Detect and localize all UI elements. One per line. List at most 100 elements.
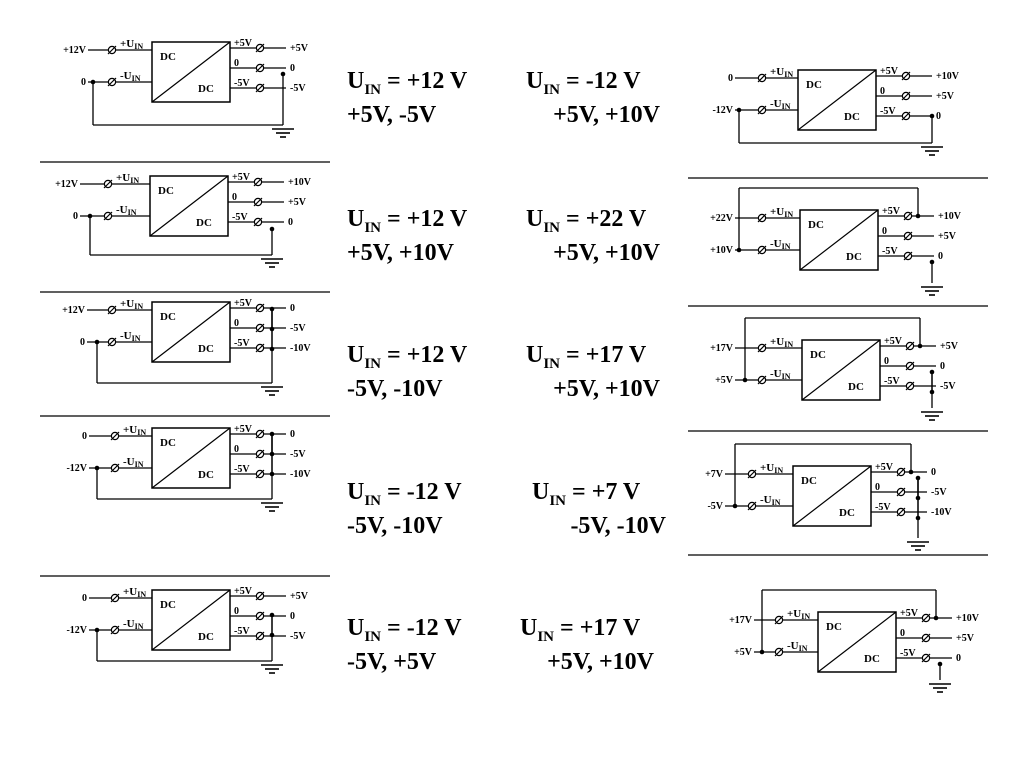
output-terminal-label-0: 0 <box>931 467 936 478</box>
out-bot-label: -5V <box>234 626 250 637</box>
output-terminal-label-1: 0 <box>290 611 295 622</box>
wire <box>151 301 231 363</box>
neg-input-label: -UIN <box>120 330 141 343</box>
junction-dot <box>915 213 921 219</box>
neg-input-label: -UIN <box>770 98 791 111</box>
wire <box>107 45 117 55</box>
output-terminal-label-1: +5V <box>936 91 955 102</box>
wire <box>792 465 872 527</box>
input-voltage-formula: UIN = +22 V <box>526 206 647 236</box>
wire <box>151 41 231 103</box>
output-voltages: +5V, +10V <box>547 649 655 675</box>
converter-output-label: DC <box>864 653 880 665</box>
converter-input-label: DC <box>801 475 817 487</box>
junction-dot <box>87 213 93 219</box>
output-terminal-label-1: -5V <box>290 323 306 334</box>
out-top-label: +5V <box>882 206 901 217</box>
output-terminal-label-1: -5V <box>290 449 306 460</box>
output-terminal-label-2: -10V <box>290 343 311 354</box>
junction-dot <box>94 339 100 345</box>
neg-input-label: -UIN <box>120 70 141 83</box>
output-terminal-label-0: +10V <box>938 211 962 222</box>
out-mid-label: 0 <box>884 356 889 367</box>
output-voltages: +5V, +10V <box>553 376 661 402</box>
out-mid-label: 0 <box>882 226 887 237</box>
input-bottom-label: 0 <box>81 77 86 88</box>
out-mid-label: 0 <box>232 192 237 203</box>
out-top-label: +5V <box>880 66 899 77</box>
input-voltage-formula: UIN = -12 V <box>526 68 641 98</box>
junction-dot <box>280 71 286 77</box>
wire <box>110 463 120 473</box>
neg-input-label: -UIN <box>123 618 144 631</box>
junction-dot <box>933 615 939 621</box>
input-voltage-formula: UIN = +12 V <box>347 342 468 372</box>
input-voltage-formula: UIN = +17 V <box>526 342 647 372</box>
output-terminal-label-2: 0 <box>288 217 293 228</box>
output-terminal-label-0: +5V <box>940 341 959 352</box>
formula-G: UIN = +22 V+5V, +10V <box>526 206 661 266</box>
wire <box>905 341 915 351</box>
input-top-label: +22V <box>710 213 734 224</box>
out-bot-label: -5V <box>875 502 891 513</box>
converter-input-label: DC <box>160 437 176 449</box>
output-terminal-label-2: -10V <box>931 507 952 518</box>
pos-input-label: +UIN <box>120 38 143 51</box>
dc-dc-converter-box <box>797 69 877 131</box>
output-voltages: +5V, +10V <box>553 102 661 128</box>
wire <box>757 105 767 115</box>
wire <box>903 211 913 221</box>
input-bottom-label: -5V <box>707 501 723 512</box>
dc-dc-converter-box <box>817 611 897 673</box>
wire <box>903 251 913 261</box>
wire <box>921 633 931 643</box>
output-terminal-label-1: +5V <box>956 633 975 644</box>
dc-dc-converter-box <box>151 427 231 489</box>
output-terminal-label-1: +5V <box>288 197 307 208</box>
converter-input-label: DC <box>160 311 176 323</box>
ground-icon <box>261 664 283 674</box>
wire <box>921 613 931 623</box>
wire <box>151 427 231 489</box>
input-top-label: 0 <box>82 431 87 442</box>
dc-dc-converter-box <box>801 339 881 401</box>
input-voltage-formula: UIN = +7 V <box>532 479 641 509</box>
output-terminal-label-0: +5V <box>290 591 309 602</box>
dc-dc-converter-box <box>149 175 229 237</box>
junction-dot <box>917 343 923 349</box>
out-top-label: +5V <box>234 586 253 597</box>
ground-icon <box>272 128 294 138</box>
junction-dot <box>90 79 96 85</box>
wire <box>747 501 757 511</box>
output-terminal-label-0: 0 <box>290 303 295 314</box>
formula-J: UIN = +17 V+5V, +10V <box>520 615 655 675</box>
converter-input-label: DC <box>806 79 822 91</box>
ground-icon <box>929 683 951 693</box>
input-voltage-formula: UIN = +12 V <box>347 68 468 98</box>
wire <box>253 197 263 207</box>
input-bottom-label: -12V <box>66 463 87 474</box>
converter-input-label: DC <box>810 349 826 361</box>
out-mid-label: 0 <box>234 444 239 455</box>
wire <box>901 111 911 121</box>
wire <box>107 305 117 315</box>
input-top-label: +7V <box>705 469 724 480</box>
converter-output-label: DC <box>198 83 214 95</box>
wire <box>110 593 120 603</box>
wire <box>107 337 117 347</box>
pos-input-label: +UIN <box>770 66 793 79</box>
wire <box>905 381 915 391</box>
input-bottom-label: +10V <box>710 245 734 256</box>
converter-input-label: DC <box>826 621 842 633</box>
out-mid-label: 0 <box>900 628 905 639</box>
output-voltages: -5V, -10V <box>347 513 443 539</box>
wire <box>255 429 265 439</box>
pos-input-label: +UIN <box>123 424 146 437</box>
wire <box>921 653 931 663</box>
output-terminal-label-2: 0 <box>938 251 943 262</box>
